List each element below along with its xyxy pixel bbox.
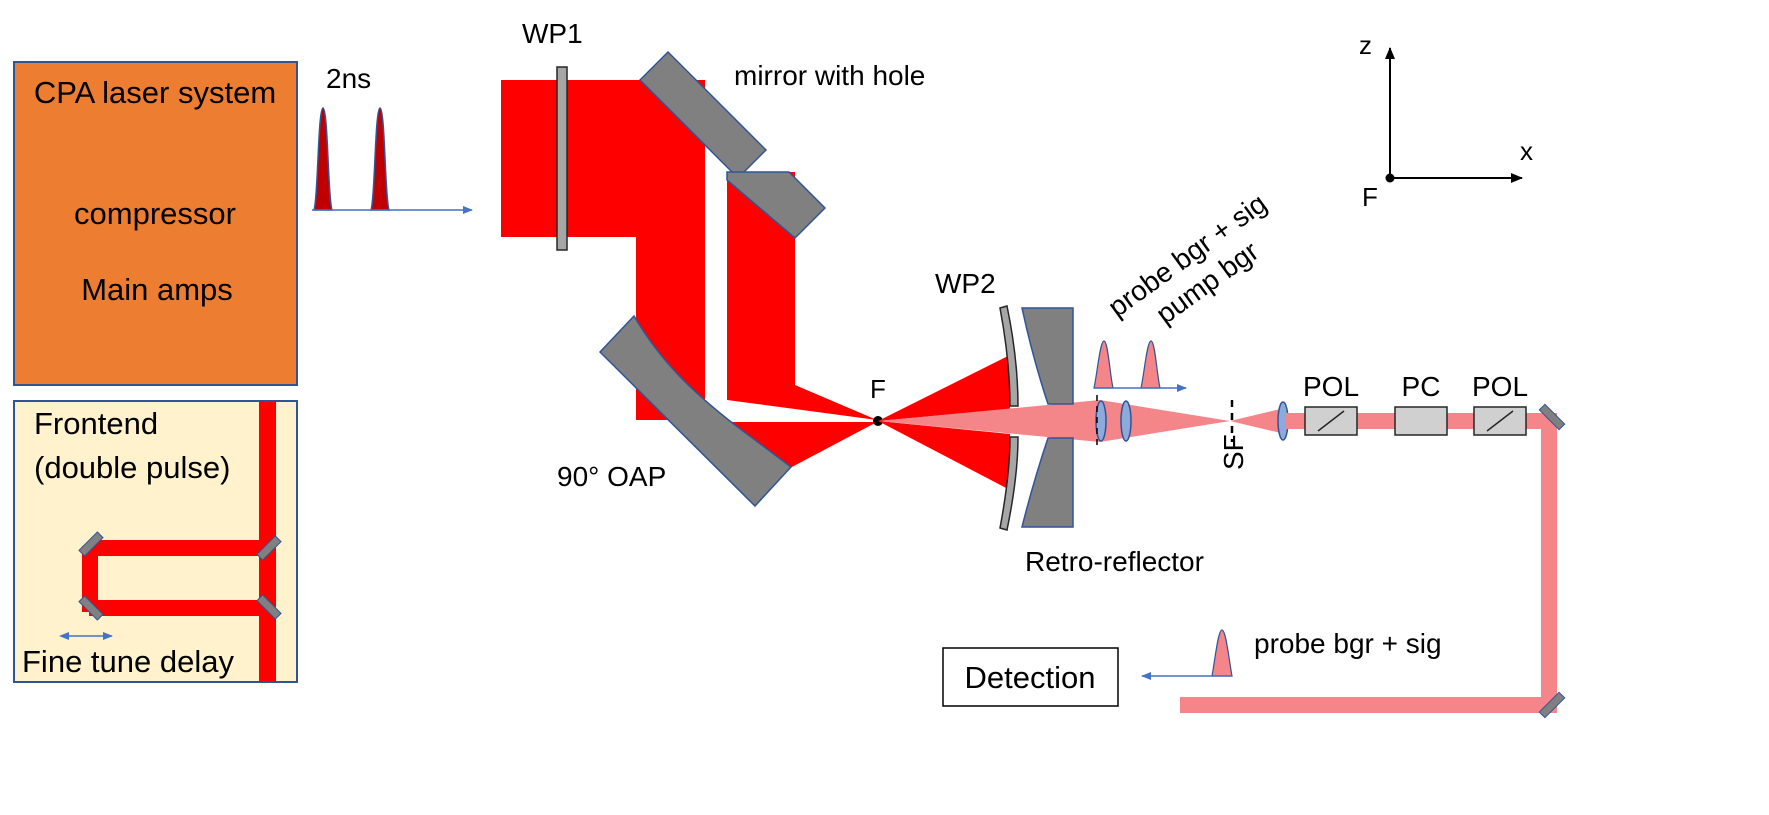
wp2-upper (999, 305, 1019, 407)
delay-mirror-2 (78, 595, 104, 621)
delay-mirror-3 (256, 535, 282, 561)
hole-mirror-lower (726, 171, 827, 240)
frontend-label: Frontend (34, 406, 158, 441)
pockels-cell (1394, 406, 1448, 436)
delay-beam-lower (89, 600, 269, 616)
hole-mirror-upper (638, 50, 768, 180)
probe-beam-return (1180, 697, 1557, 713)
probe-pump-pulses (1093, 340, 1187, 392)
retro-reflector-label: Retro-reflector (1025, 546, 1204, 577)
pol2-label: POL (1472, 371, 1528, 402)
polarizer-1 (1304, 406, 1358, 436)
probe-beam-vertical (1541, 421, 1557, 705)
probe-lens-2 (1120, 400, 1132, 442)
wp1-label: WP1 (522, 18, 583, 49)
delay-mirror-4 (256, 594, 282, 620)
wp2-lower (999, 436, 1019, 531)
axis-origin-dot (1385, 173, 1395, 183)
probe-lens-1 (1095, 400, 1107, 442)
oap-label: 90° OAP (557, 461, 666, 492)
z-axis-label: z (1359, 30, 1372, 60)
delay-mirror-1 (78, 531, 104, 557)
pc-label: PC (1402, 371, 1441, 402)
retro-reflector-upper (1021, 307, 1074, 405)
x-axis-label: x (1520, 136, 1533, 166)
pol1-label: POL (1303, 371, 1359, 402)
retro-reflector-lower (1021, 437, 1074, 528)
detection-label: Detection (965, 660, 1096, 695)
frontend-box: Frontend (double pulse) Fine tune delay (13, 400, 298, 683)
wp1-plate (556, 66, 568, 251)
focus-label: F (870, 374, 886, 404)
fold-mirror-2 (1538, 691, 1566, 719)
pump-beam-path (501, 80, 877, 468)
double-pulse-graphic: 2ns (312, 63, 473, 214)
oap-mirror (598, 314, 793, 508)
pump-cone-upper (878, 355, 1010, 421)
delay-beam-upper (89, 540, 269, 556)
detection-box (942, 647, 1119, 707)
pump-cone-lower (878, 421, 1010, 490)
wp2-label: WP2 (935, 268, 996, 299)
probe-cone (878, 400, 1230, 442)
sf-label: SF (1218, 434, 1249, 470)
probe-sig-bottom-label: probe bgr + sig (1254, 628, 1442, 659)
cpa-title: CPA laser system (34, 75, 276, 110)
compressor-label: compressor (74, 196, 236, 231)
fold-mirror-1 (1538, 403, 1566, 431)
main-amps-label: Main amps (81, 272, 233, 307)
mirror-hole-label: mirror with hole (734, 60, 925, 91)
pulse-separation-label: 2ns (326, 63, 371, 94)
coordinate-axes (1385, 47, 1523, 183)
fine-tune-label: Fine tune delay (22, 644, 234, 679)
probe-pulse-bottom (1211, 629, 1233, 677)
delay-beam-vertical (82, 546, 98, 612)
cpa-laser-box: CPA laser system compressor Main amps (13, 61, 298, 386)
polarizer-2 (1473, 406, 1527, 436)
double-pulse-label: (double pulse) (34, 450, 230, 485)
axis-origin-label: F (1362, 182, 1378, 212)
